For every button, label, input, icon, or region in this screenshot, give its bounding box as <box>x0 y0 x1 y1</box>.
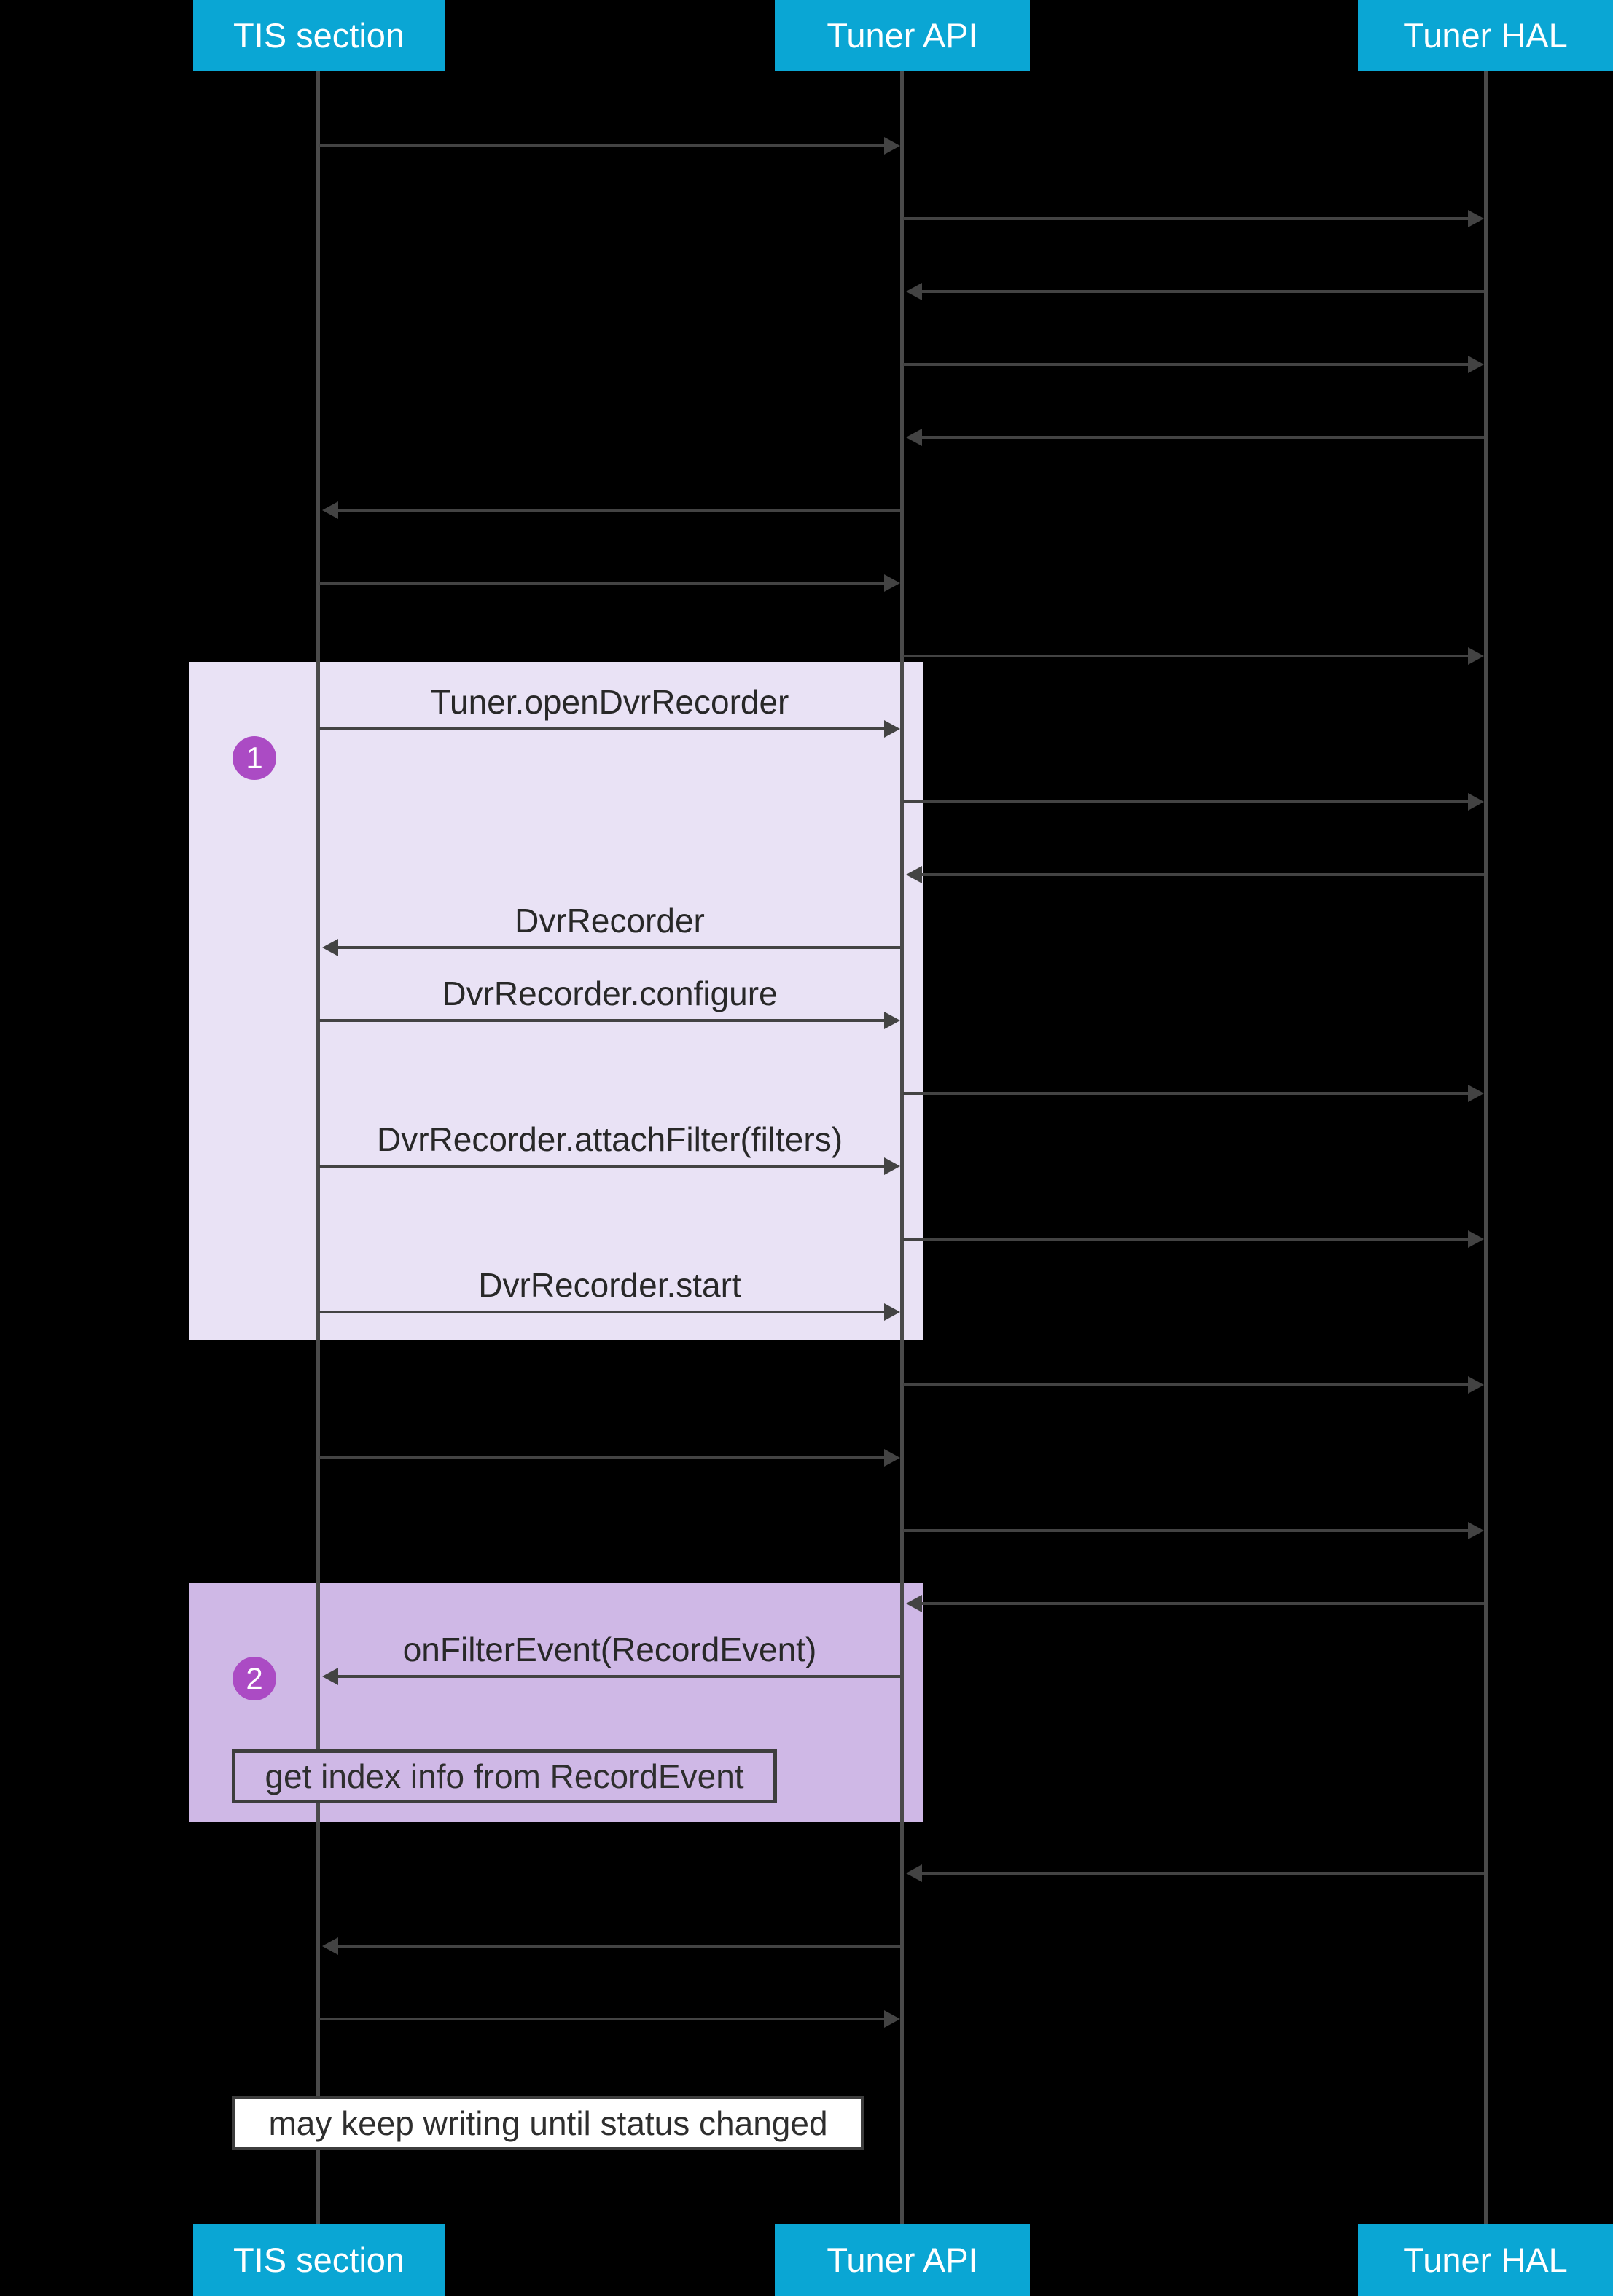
message-arrowhead <box>1468 210 1484 227</box>
message-arrowhead <box>1468 356 1484 373</box>
message-label: onFilterEvent(RecordEvent) <box>402 1631 817 1668</box>
message-arrow <box>335 509 900 512</box>
message-arrowhead <box>884 574 900 592</box>
note-get-index-info: get index info from RecordEvent <box>232 1749 777 1803</box>
participant-header-top-tis-section: TIS section <box>193 0 445 71</box>
message-arrow <box>335 946 900 949</box>
message-arrowhead <box>906 283 922 300</box>
message-arrow <box>919 1872 1484 1875</box>
message-arrowhead <box>322 939 338 956</box>
message-arrow <box>903 1092 1471 1095</box>
message-arrow <box>319 1165 887 1168</box>
message-arrow <box>903 655 1471 657</box>
message-arrow <box>335 1675 900 1678</box>
highlight-region-step-1 <box>189 662 923 1340</box>
step-badge-2-number: 2 <box>246 1661 263 1695</box>
participant-header-top-tuner-api: Tuner API <box>775 0 1030 71</box>
participant-label: Tuner API <box>827 16 978 55</box>
participant-label: Tuner API <box>827 2241 978 2279</box>
message-arrowhead <box>906 1864 922 1882</box>
participant-label: TIS section <box>233 2241 405 2279</box>
step-badge-1: 1 <box>233 736 276 780</box>
message-arrowhead <box>884 720 900 738</box>
message-arrowhead <box>1468 793 1484 811</box>
message-arrowhead <box>884 1157 900 1175</box>
message-arrow <box>319 144 887 147</box>
message-arrow <box>319 582 887 585</box>
message-label: DvrRecorder.configure <box>442 975 778 1012</box>
participant-label: TIS section <box>233 16 405 55</box>
message-label: Tuner.openDvrRecorder <box>430 683 789 721</box>
lifeline-tuner-api <box>900 71 904 2224</box>
message-arrowhead <box>884 2010 900 2028</box>
message-arrowhead <box>322 501 338 519</box>
note-may-keep-writing: may keep writing until status changed <box>232 2096 864 2150</box>
message-arrowhead <box>906 429 922 446</box>
message-arrow <box>335 1945 900 1948</box>
lifeline-tuner-hal <box>1484 71 1488 2224</box>
participant-header-bottom-tis-section: TIS section <box>193 2224 445 2296</box>
message-label: DvrRecorder <box>515 902 705 940</box>
message-arrow <box>903 800 1471 803</box>
participant-label: Tuner HAL <box>1403 16 1568 55</box>
message-arrowhead <box>884 1012 900 1029</box>
message-arrow <box>903 1383 1471 1386</box>
message-arrowhead <box>884 1303 900 1321</box>
message-arrowhead <box>1468 1230 1484 1248</box>
message-arrow <box>903 1238 1471 1241</box>
message-arrow <box>319 1019 887 1022</box>
participant-label: Tuner HAL <box>1403 2241 1568 2279</box>
message-arrowhead <box>1468 1085 1484 1102</box>
message-arrowhead <box>884 1449 900 1467</box>
message-arrowhead <box>906 866 922 883</box>
note-may-keep-writing-text: may keep writing until status changed <box>268 2104 828 2142</box>
message-arrowhead <box>1468 647 1484 665</box>
participant-header-top-tuner-hal: Tuner HAL <box>1358 0 1613 71</box>
message-arrow <box>919 873 1484 876</box>
message-arrowhead <box>1468 1522 1484 1539</box>
message-arrow <box>919 436 1484 439</box>
participant-header-bottom-tuner-api: Tuner API <box>775 2224 1030 2296</box>
message-arrowhead <box>906 1595 922 1612</box>
lifeline-tis-section <box>316 71 320 2224</box>
message-arrow <box>319 2018 887 2020</box>
message-arrowhead <box>884 137 900 155</box>
message-arrow <box>919 290 1484 293</box>
step-badge-2: 2 <box>233 1657 276 1700</box>
message-arrow <box>903 363 1471 366</box>
message-arrow <box>319 1456 887 1459</box>
participant-header-bottom-tuner-hal: Tuner HAL <box>1358 2224 1613 2296</box>
message-arrow <box>919 1602 1484 1605</box>
message-label: DvrRecorder.start <box>478 1266 741 1304</box>
message-arrow <box>903 217 1471 220</box>
message-arrow <box>903 1529 1471 1532</box>
message-arrow <box>319 1311 887 1313</box>
message-arrowhead <box>322 1668 338 1685</box>
message-arrow <box>319 727 887 730</box>
message-arrowhead <box>322 1937 338 1955</box>
note-get-index-info-text: get index info from RecordEvent <box>265 1757 744 1795</box>
message-label: DvrRecorder.attachFilter(filters) <box>376 1120 843 1158</box>
step-badge-1-number: 1 <box>246 741 263 775</box>
message-arrowhead <box>1468 1376 1484 1394</box>
